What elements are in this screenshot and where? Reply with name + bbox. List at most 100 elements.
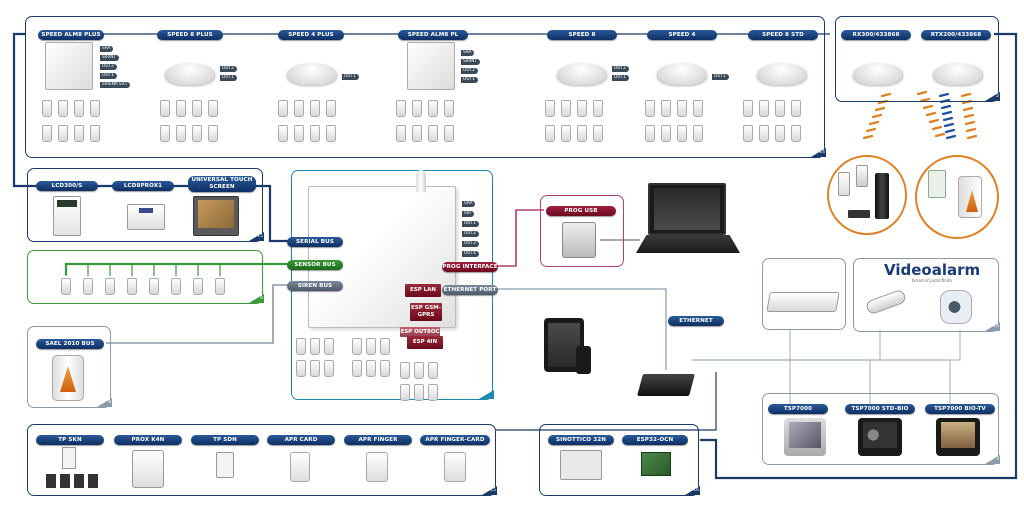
- alm-output-sirint: SIRINT: [100, 55, 120, 61]
- label-speed-alm8-plus: SPEED ALM8 PLUS: [38, 30, 104, 40]
- speed-4-receiver: [657, 63, 707, 85]
- bottom-bus-wire: [496, 372, 717, 431]
- tp-skn-key-3: [74, 474, 84, 488]
- siren-panel-tag: 8: [97, 398, 112, 407]
- speed8-output-out2: OUT2: [612, 66, 629, 72]
- tsp7000-bio-tv-screen: [941, 422, 975, 448]
- alm-output-out2: OUT2: [100, 64, 117, 70]
- label-speed-8-std: SPEED 8 STD: [748, 30, 818, 40]
- pir-detector-icon: [593, 100, 603, 117]
- tsp7000-screen: [789, 422, 821, 448]
- pir-detector-icon: [677, 100, 687, 117]
- pir-detector-icon: [310, 360, 320, 377]
- label-apr-finger-card: APR FINGER-CARD: [420, 435, 490, 445]
- almpl-output-sirint: SIRINT: [461, 59, 481, 65]
- label-speed-8: SPEED 8: [547, 30, 617, 40]
- radio-receivers-panel-tag: 2: [985, 92, 1000, 101]
- pir-detector-icon: [428, 125, 438, 142]
- prog-wire: [496, 209, 544, 267]
- central-unit-panel-tag: [479, 390, 494, 399]
- pir-detector-icon: [791, 100, 801, 117]
- bottom-left-panel-tag: 15: [482, 486, 497, 495]
- pir-detector-icon: [545, 125, 555, 142]
- pir-detector-icon: [428, 384, 438, 401]
- pir-detector-icon: [192, 125, 202, 142]
- label-sael-2010-bus: SAEL 2010 BUS: [36, 339, 104, 349]
- keypads-panel: [27, 168, 263, 242]
- pir-detector-icon: [176, 125, 186, 142]
- label-sensor-bus: SENSOR BUS: [287, 260, 343, 270]
- pir-detector-icon: [208, 100, 218, 117]
- label-prox-k4n: PROX K4N: [114, 435, 182, 445]
- pir-detector-icon: [324, 360, 334, 377]
- pir-detector-icon: [645, 100, 655, 117]
- label-prog-usb: PROG USB: [546, 206, 616, 216]
- speed8plus-output-out2: OUT2: [220, 66, 237, 72]
- apr-finger-card-reader: [444, 452, 466, 482]
- module-esp-out8oc: ESP OUT8OC: [400, 327, 440, 337]
- rtx200-wave-c-6: [966, 134, 978, 140]
- wireless-curtain-icon: [875, 173, 889, 219]
- pir-detector-icon: [310, 125, 320, 142]
- label-universal-touch-screen: UNIVERSAL TOUCH SCREEN: [188, 176, 256, 192]
- rtx200-wave-b-7: [945, 134, 957, 140]
- pir-detector-icon: [444, 125, 454, 142]
- rtx200-wave-c-2: [962, 106, 974, 112]
- ethernet-wire: [496, 288, 667, 370]
- pir-detector-icon: [428, 100, 438, 117]
- rx300-wave-5: [865, 127, 877, 133]
- pir-detector-icon: [58, 100, 68, 117]
- tsp-panel: [762, 393, 999, 465]
- dvr-device: [766, 292, 840, 312]
- label-esp32-ocn: ESP32-OCN: [622, 435, 688, 445]
- pir-detector-icon: [677, 125, 687, 142]
- pir-detector-icon: [412, 100, 422, 117]
- pir-detector-icon: [791, 125, 801, 142]
- pir-detector-icon: [366, 338, 376, 355]
- pir-detector-icon: [366, 360, 376, 377]
- alm-output-sra: SRA: [100, 46, 114, 52]
- pir-detector-icon: [661, 125, 671, 142]
- rtx200-wave-a-3: [925, 111, 937, 117]
- sinottico-32n-panel: [560, 450, 602, 480]
- pir-detector-icon: [310, 100, 320, 117]
- pir-detector-icon: [127, 278, 137, 295]
- pir-detector-icon: [90, 125, 100, 142]
- pir-detector-icon: [352, 338, 362, 355]
- speed-8-std-receiver: [757, 63, 807, 85]
- pir-detector-icon: [414, 384, 424, 401]
- label-siren-bus: SIREN BUS: [287, 281, 343, 291]
- pir-detector-icon: [294, 100, 304, 117]
- pir-detector-icon: [400, 384, 410, 401]
- pir-detector-icon: [176, 100, 186, 117]
- pir-detector-icon: [561, 100, 571, 117]
- top-receivers-panel-tag: 14: [811, 148, 826, 157]
- bottom-mid-panel-tag: 16: [685, 486, 700, 495]
- rtx200-wave-b-3: [941, 110, 953, 116]
- module-esp-gsm-gprs: ESP GSM-GPRS: [410, 303, 442, 321]
- pir-detector-icon: [380, 360, 390, 377]
- ethernet-fanout-0: [692, 330, 791, 361]
- bottom-left-panel: [27, 424, 496, 496]
- label-rx300: RX300/433868: [841, 30, 911, 40]
- almpl-output-sra: SRA: [461, 50, 475, 56]
- pir-detector-icon: [693, 100, 703, 117]
- rtx200-wave-c-3: [963, 113, 975, 119]
- rtx200-wave-c-4: [964, 120, 976, 126]
- videoalarm-panel: [853, 258, 999, 332]
- pir-detector-icon: [352, 360, 362, 377]
- siren-panel: [27, 326, 111, 408]
- pir-detector-icon: [414, 362, 424, 379]
- label-apr-card: APR CARD: [267, 435, 335, 445]
- central-unit-antenna: [416, 170, 426, 192]
- rtx200-wave-b-2: [940, 104, 952, 110]
- rtx200-wave-b-6: [944, 128, 956, 134]
- rtx200-wave-a-1: [919, 97, 931, 103]
- central-output-out1: OUT1: [462, 221, 479, 227]
- pir-detector-icon: [74, 100, 84, 117]
- speed4-output-out1: OUT1: [712, 74, 729, 80]
- prox-k4n-keypad: [132, 450, 164, 488]
- rx300-wave-6: [862, 134, 874, 140]
- pir-detector-icon: [61, 278, 71, 295]
- speed-8-receiver: [557, 63, 607, 85]
